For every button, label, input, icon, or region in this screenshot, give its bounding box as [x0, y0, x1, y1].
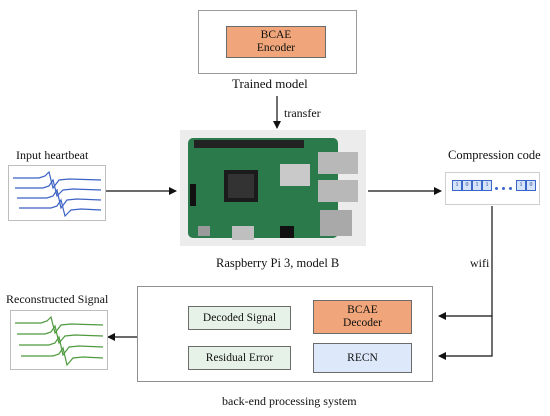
recn-label: RECN [347, 351, 378, 364]
code-chip: 0 [462, 180, 472, 191]
raspberry-pi-photo [180, 130, 366, 246]
wifi-branch [438, 316, 493, 360]
code-chip: 1 [516, 180, 526, 191]
trained-model-caption: Trained model [232, 76, 308, 91]
transfer-label: transfer [284, 106, 321, 120]
code-chip: 1 [452, 180, 462, 191]
ellipsis-dot [502, 187, 505, 190]
ellipsis-dot [495, 187, 498, 190]
input-heartbeat-caption: Input heartbeat [16, 148, 89, 162]
residual-error-label: Residual Error [205, 351, 274, 364]
compression-code-caption: Compression code [448, 148, 541, 162]
ellipsis-dot [509, 187, 512, 190]
compression-code-box: 1 0 1 1 1 0 [445, 172, 540, 205]
raspberry-pi-caption: Raspberry Pi 3, model B [216, 256, 340, 270]
reconstructed-signal-caption: Reconstructed Signal [6, 292, 109, 306]
residual-error-box: Residual Error [188, 346, 291, 370]
decoded-signal-box: Decoded Signal [188, 306, 291, 330]
code-chip: 1 [482, 180, 492, 191]
decoder-line2: Decoder [343, 317, 382, 329]
code-chip: 0 [526, 180, 536, 191]
decoded-signal-label: Decoded Signal [202, 311, 277, 324]
backend-caption: back-end processing system [222, 394, 357, 408]
recn-box: RECN [313, 343, 412, 373]
code-chip: 1 [472, 180, 482, 191]
raspberry-pi-board-icon [188, 138, 358, 240]
wifi-label: wifi [470, 256, 490, 270]
encoder-line2: Encoder [256, 42, 296, 54]
input-waveform [13, 170, 102, 218]
input-heartbeat-plot [8, 165, 106, 221]
reconstructed-waveform [15, 315, 104, 367]
reconstructed-signal-plot [10, 310, 108, 370]
decoder-line1: BCAE [347, 304, 378, 316]
encoder-line1: BCAE [260, 29, 292, 41]
